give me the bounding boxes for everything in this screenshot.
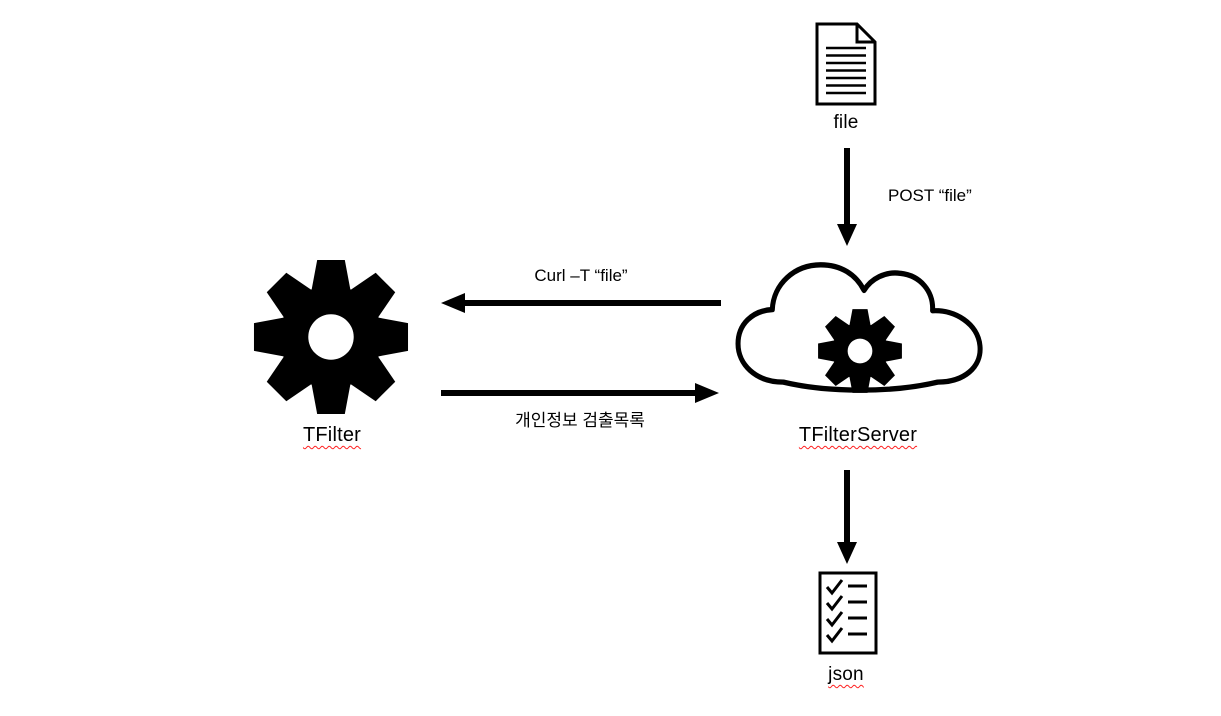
arrow-server-to-tfilter <box>441 293 721 313</box>
gear-icon <box>253 259 409 415</box>
arrow-file-to-server <box>837 148 857 246</box>
tfilter-server-node <box>733 252 985 412</box>
arrow-tfilter-to-server <box>441 383 719 403</box>
arrow-server-to-json <box>837 470 857 564</box>
json-node-label: json <box>828 664 864 685</box>
file-node-label: file <box>833 112 859 133</box>
document-icon <box>815 22 877 106</box>
edge-label-curl: Curl –T “file” <box>534 266 628 285</box>
edge-label-post-file: POST “file” <box>888 186 972 205</box>
edge-label-detection-result: 개인정보 검출목록 <box>515 411 645 430</box>
gear-icon <box>818 309 902 393</box>
tfilter-server-label: TFilterServer <box>798 424 918 446</box>
tfilter-label: TFilter <box>302 424 362 446</box>
checklist-icon <box>818 571 878 655</box>
